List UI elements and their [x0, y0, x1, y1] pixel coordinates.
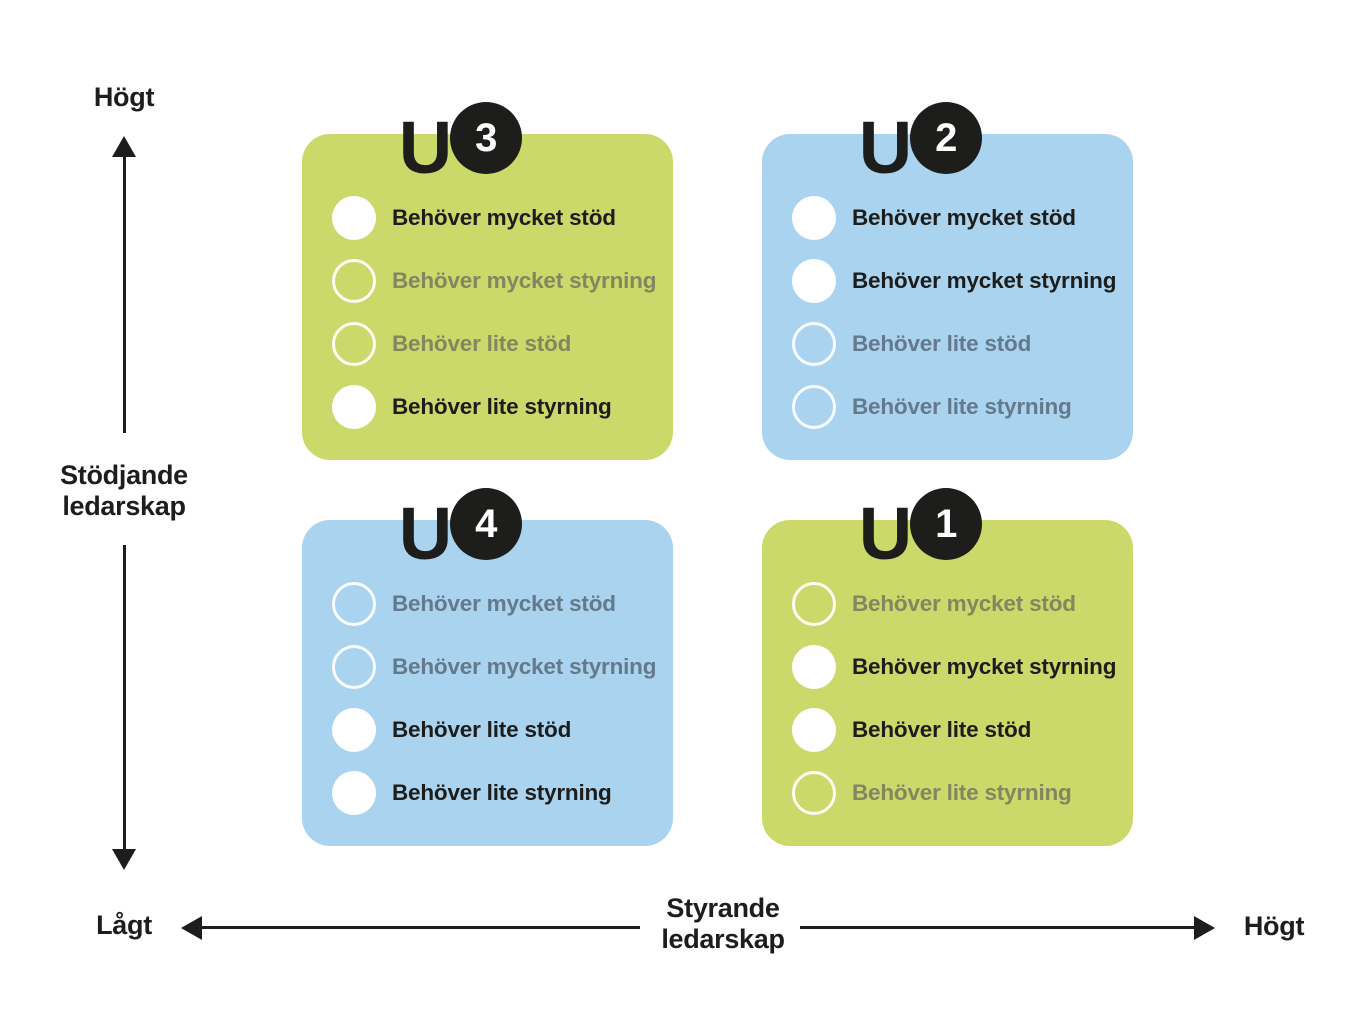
checklist-item[interactable]: Behöver lite styrning: [792, 761, 1119, 824]
checklist-item-label: Behöver mycket styrning: [392, 653, 657, 679]
quadrant-letter: U: [398, 492, 453, 575]
radio-circle-icon[interactable]: [792, 770, 836, 815]
horizontal-axis-line-left: [202, 926, 640, 929]
checklist-item[interactable]: Behöver lite styrning: [332, 375, 659, 438]
checklist-item-label: Behöver lite stöd: [852, 716, 1032, 742]
quadrant-number: 3: [475, 115, 498, 160]
vertical-axis-title-line1: Stödjande: [60, 460, 188, 490]
checklist-item[interactable]: Behöver lite styrning: [792, 375, 1119, 438]
checklist: Behöver mycket stöd Behöver mycket styrn…: [792, 572, 1119, 824]
horizontal-axis-high-label: Högt: [1243, 911, 1305, 941]
checklist-item-label: Behöver mycket stöd: [852, 590, 1076, 616]
radio-circle-icon[interactable]: [792, 321, 836, 366]
checklist: Behöver mycket stöd Behöver mycket styrn…: [792, 186, 1119, 438]
vertical-axis-high-label: Högt: [93, 82, 155, 112]
checklist-item-label: Behöver mycket styrning: [392, 267, 657, 293]
radio-circle-icon[interactable]: [792, 707, 836, 752]
quadrant-u2-badge: U 2: [735, 102, 1106, 189]
checklist-item[interactable]: Behöver mycket styrning: [332, 249, 659, 312]
checklist-item[interactable]: Behöver mycket styrning: [792, 635, 1119, 698]
radio-circle-icon[interactable]: [332, 581, 376, 626]
quadrant-card-u2: U 2 Behöver mycket stöd Behöver mycket s…: [762, 102, 1133, 460]
checklist-item[interactable]: Behöver mycket stöd: [332, 572, 659, 635]
quadrant-number-circle: 1: [910, 488, 983, 560]
vertical-axis-line-upper: [123, 155, 126, 433]
quadrant-card-u1: U 1 Behöver mycket stöd Behöver mycket s…: [762, 488, 1133, 846]
quadrant-letter: U: [858, 492, 913, 575]
checklist: Behöver mycket stöd Behöver mycket styrn…: [332, 572, 659, 824]
checklist-item[interactable]: Behöver lite stöd: [332, 312, 659, 375]
quadrant-u4-badge: U 4: [275, 488, 646, 575]
checklist-item[interactable]: Behöver lite stöd: [792, 312, 1119, 375]
quadrant-number-circle: 4: [450, 488, 523, 560]
radio-circle-icon[interactable]: [332, 384, 376, 429]
quadrant-u1-badge: U 1: [735, 488, 1106, 575]
checklist-item[interactable]: Behöver mycket styrning: [332, 635, 659, 698]
checklist-item[interactable]: Behöver mycket stöd: [332, 186, 659, 249]
radio-circle-icon[interactable]: [792, 384, 836, 429]
checklist-item[interactable]: Behöver mycket styrning: [792, 249, 1119, 312]
radio-circle-icon[interactable]: [332, 770, 376, 815]
checklist-item-label: Behöver lite styrning: [392, 393, 612, 419]
radio-circle-icon[interactable]: [332, 644, 376, 689]
quadrant-number: 4: [475, 501, 498, 546]
checklist-item-label: Behöver lite styrning: [852, 779, 1072, 805]
checklist: Behöver mycket stöd Behöver mycket styrn…: [332, 186, 659, 438]
arrow-up-icon: [112, 136, 136, 157]
arrow-down-icon: [112, 849, 136, 870]
horizontal-axis-title-line2: ledarskap: [661, 924, 785, 954]
radio-circle-icon[interactable]: [332, 707, 376, 752]
vertical-axis-title-line2: ledarskap: [62, 491, 186, 521]
quadrant-number-circle: 2: [910, 102, 983, 174]
quadrant-number-circle: 3: [450, 102, 523, 174]
quadrant-card-u3: U 3 Behöver mycket stöd Behöver mycket s…: [302, 102, 673, 460]
horizontal-axis-line-right: [800, 926, 1194, 929]
checklist-item-label: Behöver mycket stöd: [852, 204, 1076, 230]
checklist-item[interactable]: Behöver mycket stöd: [792, 572, 1119, 635]
horizontal-axis-title-line1: Styrande: [666, 893, 780, 923]
arrow-right-icon: [1194, 916, 1215, 940]
checklist-item-label: Behöver lite stöd: [392, 716, 572, 742]
arrow-left-icon: [181, 916, 202, 940]
checklist-item-label: Behöver lite styrning: [392, 779, 612, 805]
checklist-item-label: Behöver lite stöd: [852, 330, 1032, 356]
checklist-item-label: Behöver lite stöd: [392, 330, 572, 356]
checklist-item-label: Behöver lite styrning: [852, 393, 1072, 419]
radio-circle-icon[interactable]: [332, 258, 376, 303]
checklist-item[interactable]: Behöver lite styrning: [332, 761, 659, 824]
radio-circle-icon[interactable]: [332, 195, 376, 240]
checklist-item-label: Behöver mycket stöd: [392, 204, 616, 230]
vertical-axis-line-lower: [123, 545, 126, 849]
radio-circle-icon[interactable]: [792, 258, 836, 303]
radio-circle-icon[interactable]: [792, 644, 836, 689]
horizontal-axis-title: Styrande ledarskap: [638, 893, 808, 955]
checklist-item[interactable]: Behöver lite stöd: [792, 698, 1119, 761]
checklist-item-label: Behöver mycket styrning: [852, 267, 1117, 293]
quadrant-number: 1: [935, 501, 958, 546]
quadrant-letter: U: [858, 106, 913, 189]
checklist-item[interactable]: Behöver mycket stöd: [792, 186, 1119, 249]
quadrant-u3-badge: U 3: [275, 102, 646, 189]
checklist-item[interactable]: Behöver lite stöd: [332, 698, 659, 761]
checklist-item-label: Behöver mycket styrning: [852, 653, 1117, 679]
checklist-item-label: Behöver mycket stöd: [392, 590, 616, 616]
low-corner-label: Lågt: [96, 910, 152, 940]
quadrant-card-u4: U 4 Behöver mycket stöd Behöver mycket s…: [302, 488, 673, 846]
radio-circle-icon[interactable]: [332, 321, 376, 366]
quadrant-number: 2: [935, 115, 958, 160]
radio-circle-icon[interactable]: [792, 195, 836, 240]
quadrant-letter: U: [398, 106, 453, 189]
vertical-axis-title: Stödjande ledarskap: [34, 460, 214, 522]
radio-circle-icon[interactable]: [792, 581, 836, 626]
